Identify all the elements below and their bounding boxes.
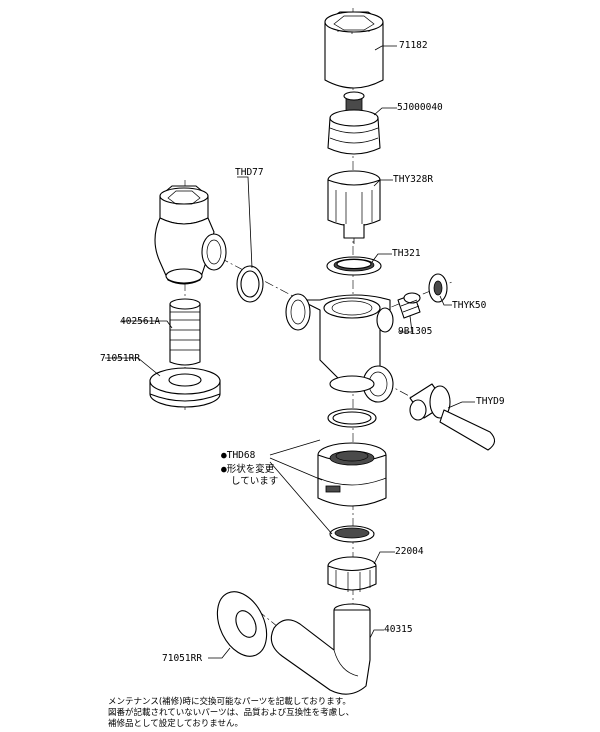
part-thd77-stop-valve <box>154 185 227 285</box>
part-thd77-oring <box>236 265 264 303</box>
label-thyk50: THYK50 <box>452 300 487 311</box>
footer-note-line2: 図番が記載されていないパーツは、品質および互換性を考慮し、 <box>108 708 355 718</box>
part-40315-bent-pipe <box>270 603 371 695</box>
part-thyk50-cap <box>428 273 448 303</box>
label-71051rr-top: 71051RR <box>100 353 140 364</box>
shape-note-line1: ●形状を変更 <box>221 463 275 475</box>
shape-note-line2: しています <box>231 476 278 487</box>
label-th321: TH321 <box>392 248 421 259</box>
label-22004: 22004 <box>395 546 424 557</box>
leader-lines <box>105 45 475 659</box>
part-71051rr-bottom-flange <box>216 591 268 657</box>
label-71182: 71182 <box>399 40 428 51</box>
label-71051rr-bottom: 71051RR <box>162 653 202 664</box>
part-th321-ring <box>326 256 382 276</box>
part-oring-upper <box>327 408 377 428</box>
footer-note-line1: メンテナンス(補修)時に交換可能なパーツを記載しております。 <box>108 697 351 707</box>
part-main-valve-body <box>285 293 394 403</box>
label-thd77: THD77 <box>235 167 264 178</box>
part-71182-cap <box>324 11 384 89</box>
label-5j000040: 5J000040 <box>397 102 443 113</box>
footer-note: メンテナンス(補修)時に交換可能なパーツを記載しております。 図番が記載されてい… <box>108 697 354 730</box>
part-71051rr-top-flange <box>149 367 221 408</box>
part-22004-nut <box>327 556 377 592</box>
footer-note-line3: 補修品として設定しておりません。 <box>108 719 243 729</box>
part-5j000040-cartridge <box>327 91 381 155</box>
label-402561a: 402561A <box>120 316 160 327</box>
label-thy328r: THY328R <box>393 174 433 185</box>
label-thd68: ●THD68 <box>221 450 256 461</box>
label-thyd9: THYD9 <box>476 396 505 407</box>
part-oring-lower <box>329 525 375 543</box>
part-thd68-vacuum-breaker <box>317 442 387 507</box>
part-402561a-nipple <box>169 298 201 366</box>
part-9b1305-fitting <box>397 292 421 319</box>
label-9b1305: 9B1305 <box>398 326 432 337</box>
part-thy328r-valve <box>327 170 381 244</box>
label-40315: 40315 <box>384 624 413 635</box>
part-thyd9-handle <box>409 383 496 451</box>
